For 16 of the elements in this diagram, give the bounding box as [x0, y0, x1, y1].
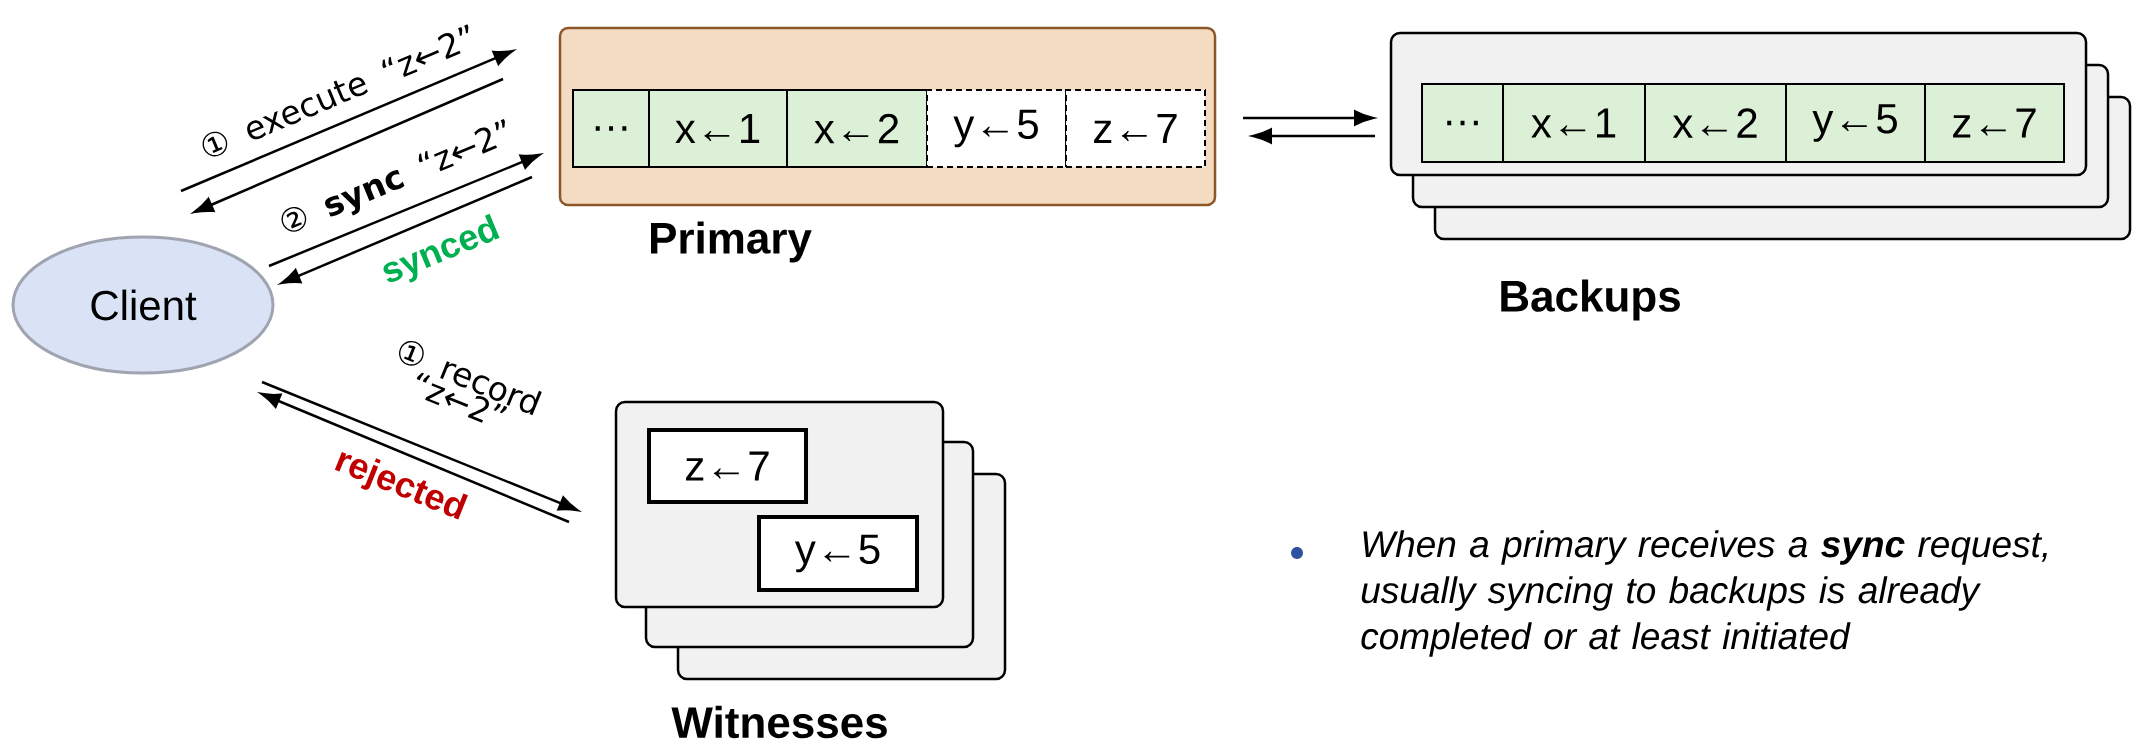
log-cell: …: [572, 89, 650, 168]
arrow: [280, 175, 533, 285]
arrow: [268, 153, 541, 268]
log-cell: z←7: [1065, 89, 1206, 168]
heading: Backups: [1501, 279, 1680, 321]
log-cell: x←1: [648, 89, 788, 168]
heading: Primary: [651, 221, 812, 263]
note-text: When a primary receives a sync request, usually syncing to backups is already completed or at least initiated: [1361, 530, 2047, 657]
arrow: [260, 392, 570, 524]
log-cell: x←2: [786, 89, 928, 168]
heading: Witnesses: [671, 705, 887, 739]
edge-label: ① record “z←2”: [399, 341, 542, 423]
log-cell: y←5: [926, 89, 1067, 168]
arrow: [193, 77, 504, 214]
arrow: [261, 380, 579, 512]
arrow: [180, 49, 514, 193]
